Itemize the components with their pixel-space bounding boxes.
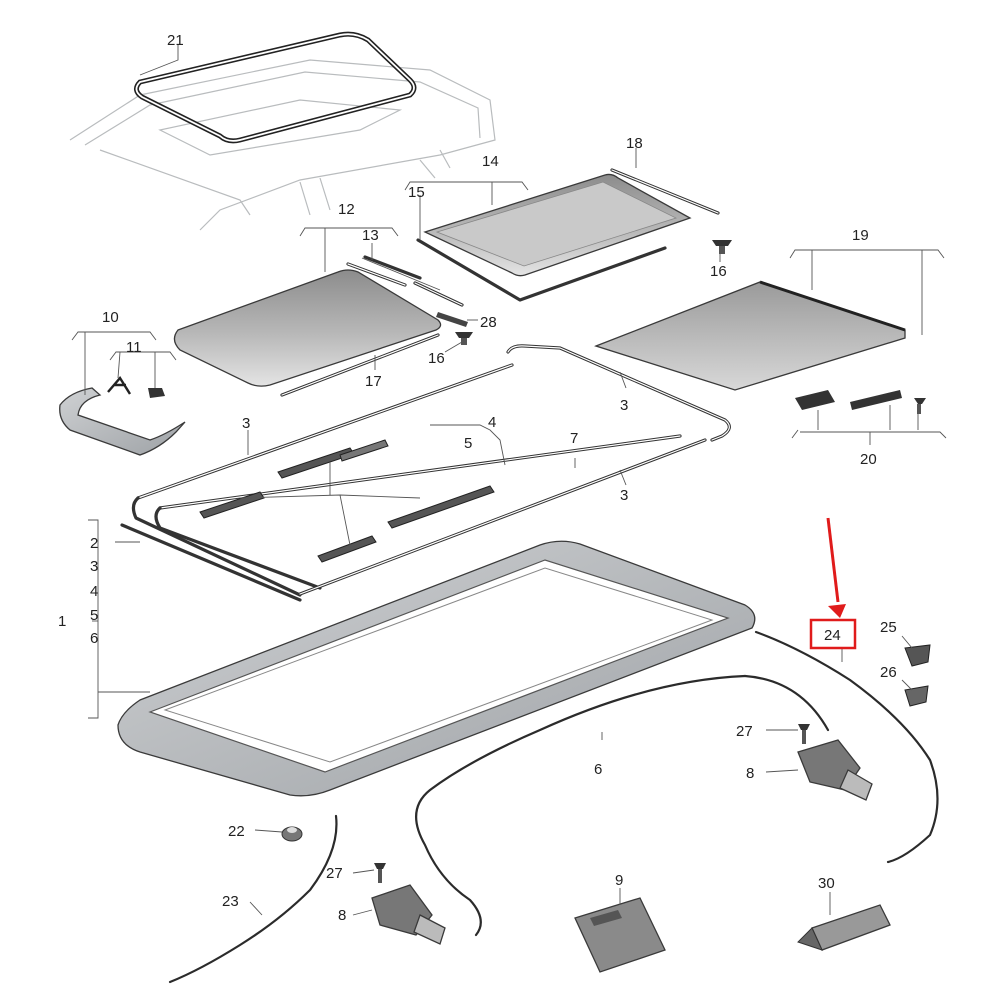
grommet-part-22[interactable] [281,826,303,842]
callout-2[interactable]: 2 [90,535,98,552]
rear-glass-panel-part-14[interactable] [423,173,692,277]
motor-part-8-left[interactable] [371,884,446,945]
callout-12[interactable]: 12 [338,201,355,218]
clip-part-28[interactable] [436,312,468,327]
callout-4[interactable]: 4 [488,414,496,431]
callout-22[interactable]: 22 [228,823,245,840]
guide-strips-part-13[interactable] [346,255,464,307]
callout-28[interactable]: 28 [480,314,497,331]
callout-3-right-upper[interactable]: 3 [620,397,628,414]
mechanism-sliders-part-4-5[interactable] [199,439,495,563]
seal-part-2[interactable] [120,523,302,602]
callout-20[interactable]: 20 [860,451,877,468]
grease-tube-part-30[interactable] [797,904,891,951]
callout-16-rear[interactable]: 16 [710,263,727,280]
callout-8-left[interactable]: 8 [338,907,346,924]
callout-27-right[interactable]: 27 [736,723,753,740]
motor-part-8-right[interactable] [797,739,873,801]
callout-6-cable[interactable]: 6 [594,761,602,778]
callout-4-list[interactable]: 4 [90,583,98,600]
seal-rail-upper-part-3[interactable] [131,363,514,597]
callout-3-list[interactable]: 3 [90,558,98,575]
wind-deflector-part-10[interactable] [59,387,186,456]
callout-15[interactable]: 15 [408,184,425,201]
callout-10[interactable]: 10 [102,309,119,326]
callout-18[interactable]: 18 [626,135,643,152]
callout-17[interactable]: 17 [365,373,382,390]
screw-part-16-front[interactable] [455,332,473,345]
car-roof-outline [69,59,496,231]
callout-9[interactable]: 9 [615,872,623,889]
sunroof-frame-part-1[interactable] [117,540,756,797]
drain-hose-part-23[interactable] [168,814,338,984]
blind-brackets-part-20[interactable] [795,390,926,414]
clip-part-26[interactable] [904,685,929,707]
callout-30[interactable]: 30 [818,875,835,892]
roof-seal-part-21[interactable] [134,31,417,144]
seal-rail-lower-part-3[interactable] [298,438,707,596]
screw-part-27-left[interactable] [374,863,386,883]
callout-27-left[interactable]: 27 [326,865,343,882]
callout-24[interactable]: 24 [824,627,841,644]
spring-clip-part-11[interactable] [107,375,132,395]
callout-5[interactable]: 5 [464,435,472,452]
highlight-box-24 [809,618,857,650]
callout-11[interactable]: 11 [126,339,142,356]
callout-26[interactable]: 26 [880,664,897,681]
callout-1[interactable]: 1 [58,613,66,630]
deflector-strip-part-18[interactable] [610,168,720,215]
callout-3-left[interactable]: 3 [242,415,250,432]
front-glass-panel-part-12[interactable] [173,269,442,387]
callout-13[interactable]: 13 [362,227,379,244]
highlight-arrow [826,517,846,618]
screw-part-16-rear[interactable] [712,240,732,254]
drain-hose-part-24[interactable] [754,630,939,864]
callout-23[interactable]: 23 [222,893,239,910]
leader-lines [71,45,947,916]
callout-19[interactable]: 19 [852,227,869,244]
callout-labels: 21 18 14 15 16 12 13 28 16 17 19 3 20 10… [58,32,897,924]
clip-part-25[interactable] [904,644,931,667]
rear-glass-seal-part-15[interactable] [416,238,667,302]
callout-21[interactable]: 21 [167,32,184,49]
callout-6-list[interactable]: 6 [90,630,98,647]
control-module-part-9[interactable] [574,897,666,973]
callout-7[interactable]: 7 [570,430,578,447]
screw-part-27-right[interactable] [798,724,810,744]
callout-8-right[interactable]: 8 [746,765,754,782]
nut-part-11[interactable] [148,388,165,398]
callout-5-list[interactable]: 5 [90,607,98,624]
callout-3-right-lower[interactable]: 3 [620,487,628,504]
trim-strip-part-17[interactable] [280,333,440,397]
callout-14[interactable]: 14 [482,153,499,170]
callout-25[interactable]: 25 [880,619,897,636]
roller-blind-part-19[interactable] [594,280,906,391]
cable-part-6[interactable] [415,674,830,937]
callout-16-front[interactable]: 16 [428,350,445,367]
water-drain-seal-part-3[interactable] [506,344,731,442]
